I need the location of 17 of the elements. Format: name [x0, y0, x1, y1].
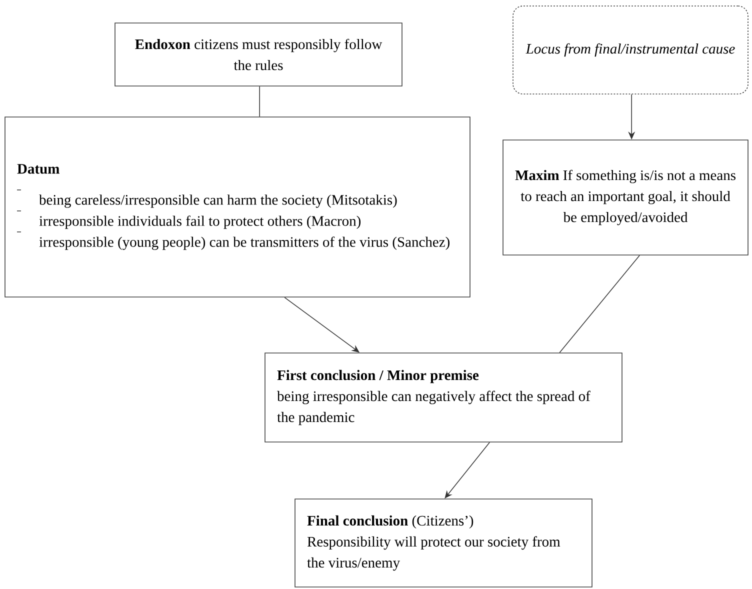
list-item: irresponsible individuals fail to protect others (Macron) — [16, 210, 361, 229]
box-text: being irresponsible can negatively affect the spread of the pandemic — [277, 390, 590, 426]
box-text: Locus from final/instrumental cause — [526, 43, 735, 57]
argument-box — [502, 140, 748, 256]
argument-box — [4, 116, 470, 298]
argument-box — [294, 498, 592, 588]
box-text: Endoxon citizens must responsibly follow the rules — [135, 38, 382, 70]
box-heading: First conclusion / Minor premise — [277, 370, 479, 384]
box-text: Final conclusion (Citizens’) — [307, 515, 474, 529]
box-heading: Datum — [17, 164, 60, 174]
argument-box — [264, 352, 622, 442]
list-item: irresponsible (young people) can be transmitters of the virus (Sanchez) — [16, 232, 450, 250]
argument-box — [114, 22, 402, 86]
argument-box — [512, 6, 748, 94]
list-item: being careless/irresponsible can harm the society (Mitsotakis) — [16, 190, 397, 208]
box-text: Responsibility will protect our society from the virus/enemy — [307, 536, 560, 571]
box-text: Maxim If something is/is not a means to reach an important goal, it should be employed/avoided — [515, 170, 736, 226]
